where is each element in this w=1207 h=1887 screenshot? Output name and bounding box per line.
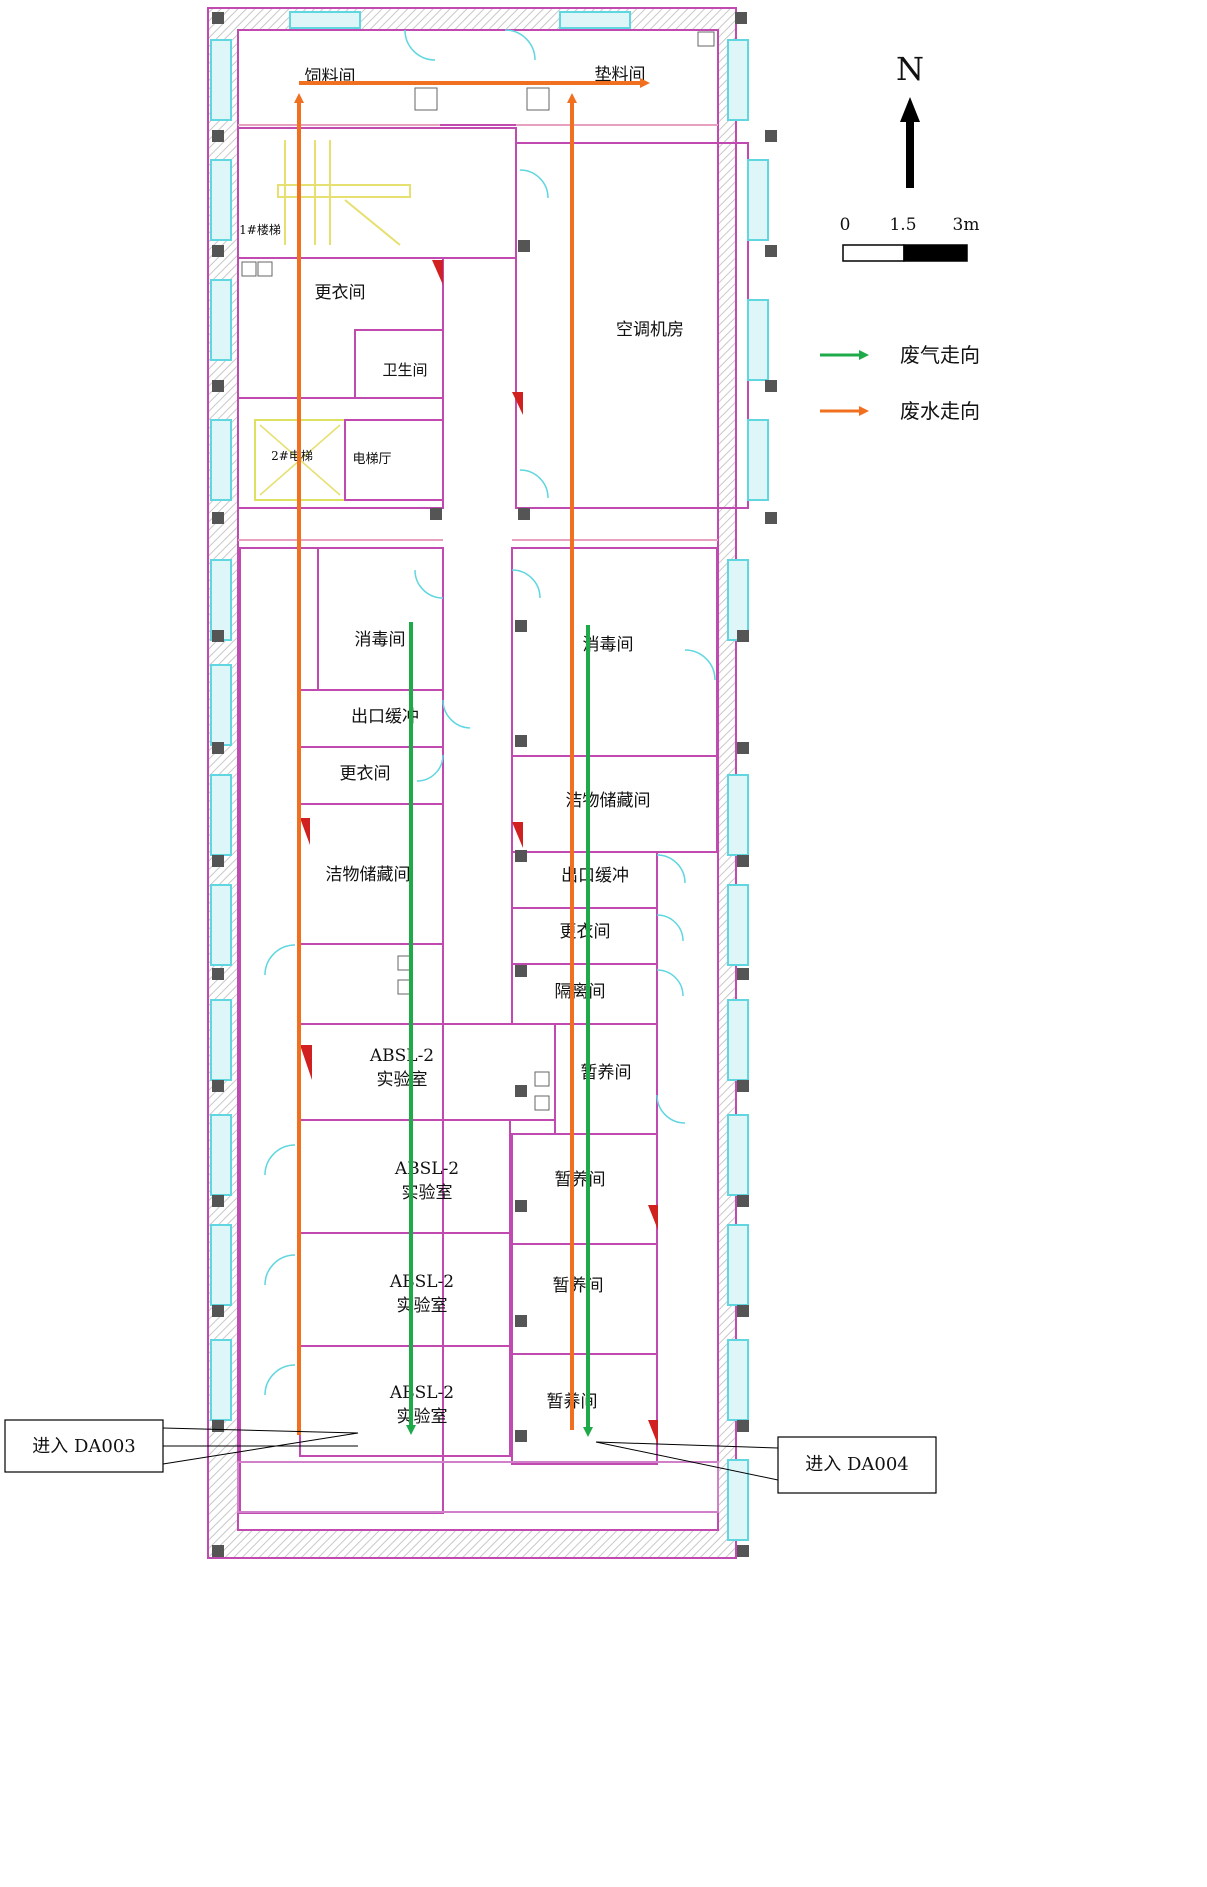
- room-labels: 饲料间 垫料间 1#楼梯 更衣间 卫生间 2#电梯 电梯厅 空调机房 消毒间 出…: [239, 65, 684, 1412]
- room-label-elevator: 2#电梯: [271, 449, 313, 463]
- utility-boxes: [241, 31, 715, 1111]
- room-label-holding-3: 暂养间: [553, 1276, 604, 1296]
- scale-bar: 0 1.5 3m: [840, 215, 980, 262]
- callout-da004-leader-a: [595, 1441, 779, 1449]
- callout-da004-leader-b: [595, 1441, 779, 1481]
- room-label-disinfection-right: 消毒间: [583, 635, 634, 655]
- callout-da004: 进入 DA004: [595, 1436, 937, 1494]
- callout-da003-text: 进入 DA003: [32, 1436, 136, 1457]
- legend: 废气走向 废水走向: [820, 343, 980, 423]
- scale-tick-2: 3m: [953, 215, 980, 235]
- lab-4-line2: 实验室: [397, 1407, 448, 1427]
- room-label-clean-storage-right: 洁物储藏间: [566, 791, 651, 811]
- floor-plan: 饲料间 垫料间 1#楼梯 更衣间 卫生间 2#电梯 电梯厅 空调机房 消毒间 出…: [4, 7, 980, 1559]
- room-label-clean-storage-left: 洁物储藏间: [326, 865, 411, 885]
- callout-da003-box: [4, 1419, 164, 1473]
- room-label-exit-buffer-left: 出口缓冲: [351, 707, 419, 727]
- lab-labels: ABSL-2 实验室 ABSL-2 实验室 ABSL-2 实验室 ABSL-2 …: [369, 1046, 459, 1427]
- north-arrow: N: [896, 50, 924, 188]
- lab-1-line1: ABSL-2: [369, 1046, 434, 1066]
- exhaust-flow-arrows: [406, 622, 593, 1437]
- scale-bar-black: [903, 244, 968, 262]
- building-walls: [207, 7, 749, 1559]
- staircase-drawing: [277, 140, 411, 246]
- wastewater-flow-arrows: [294, 78, 650, 1435]
- lab-3-line1: ABSL-2: [389, 1272, 454, 1292]
- scale-bar-white: [842, 244, 905, 262]
- scale-tick-0: 0: [840, 215, 851, 235]
- room-label-changing-top: 更衣间: [315, 283, 366, 303]
- lab-2-line2: 实验室: [402, 1183, 453, 1203]
- callout-da003: 进入 DA003: [4, 1419, 359, 1473]
- callout-da004-box: [777, 1436, 937, 1494]
- red-equipment-marks: [300, 260, 658, 1445]
- callout-da003-leader: [162, 1427, 359, 1465]
- lab-3-line2: 实验室: [397, 1296, 448, 1316]
- scale-tick-1: 1.5: [889, 215, 916, 235]
- room-label-isolation: 隔离间: [555, 982, 606, 1002]
- lab-2-line1: ABSL-2: [394, 1159, 459, 1179]
- structural-columns: [212, 12, 777, 1557]
- inner-accent-lines: [238, 124, 718, 541]
- north-arrow-head: [900, 97, 920, 122]
- north-arrow-shaft: [906, 120, 914, 188]
- room-label-bedding: 垫料间: [595, 65, 646, 85]
- room-label-staircase: 1#楼梯: [239, 222, 281, 237]
- room-label-changing-right: 更衣间: [560, 922, 611, 942]
- room-label-changing-left: 更衣间: [340, 764, 391, 784]
- callout-da004-text: 进入 DA004: [805, 1454, 909, 1475]
- lab-1-line2: 实验室: [377, 1070, 428, 1090]
- room-label-exit-buffer-right: 出口缓冲: [561, 866, 629, 886]
- room-label-toilet: 卫生间: [382, 361, 427, 379]
- door-swings: [264, 29, 716, 1396]
- room-label-elevator-hall: 电梯厅: [352, 452, 391, 467]
- lab-4-line1: ABSL-2: [389, 1383, 454, 1403]
- north-letter: N: [896, 50, 924, 88]
- room-label-ac-room: 空调机房: [616, 320, 684, 340]
- legend-wastewater-label: 废水走向: [900, 399, 980, 423]
- legend-exhaust-label: 废气走向: [900, 343, 980, 367]
- room-label-holding-2: 暂养间: [555, 1170, 606, 1190]
- windows: [210, 11, 769, 1541]
- room-label-disinfection-left: 消毒间: [355, 630, 406, 650]
- room-label-holding-1: 暂养间: [581, 1063, 632, 1083]
